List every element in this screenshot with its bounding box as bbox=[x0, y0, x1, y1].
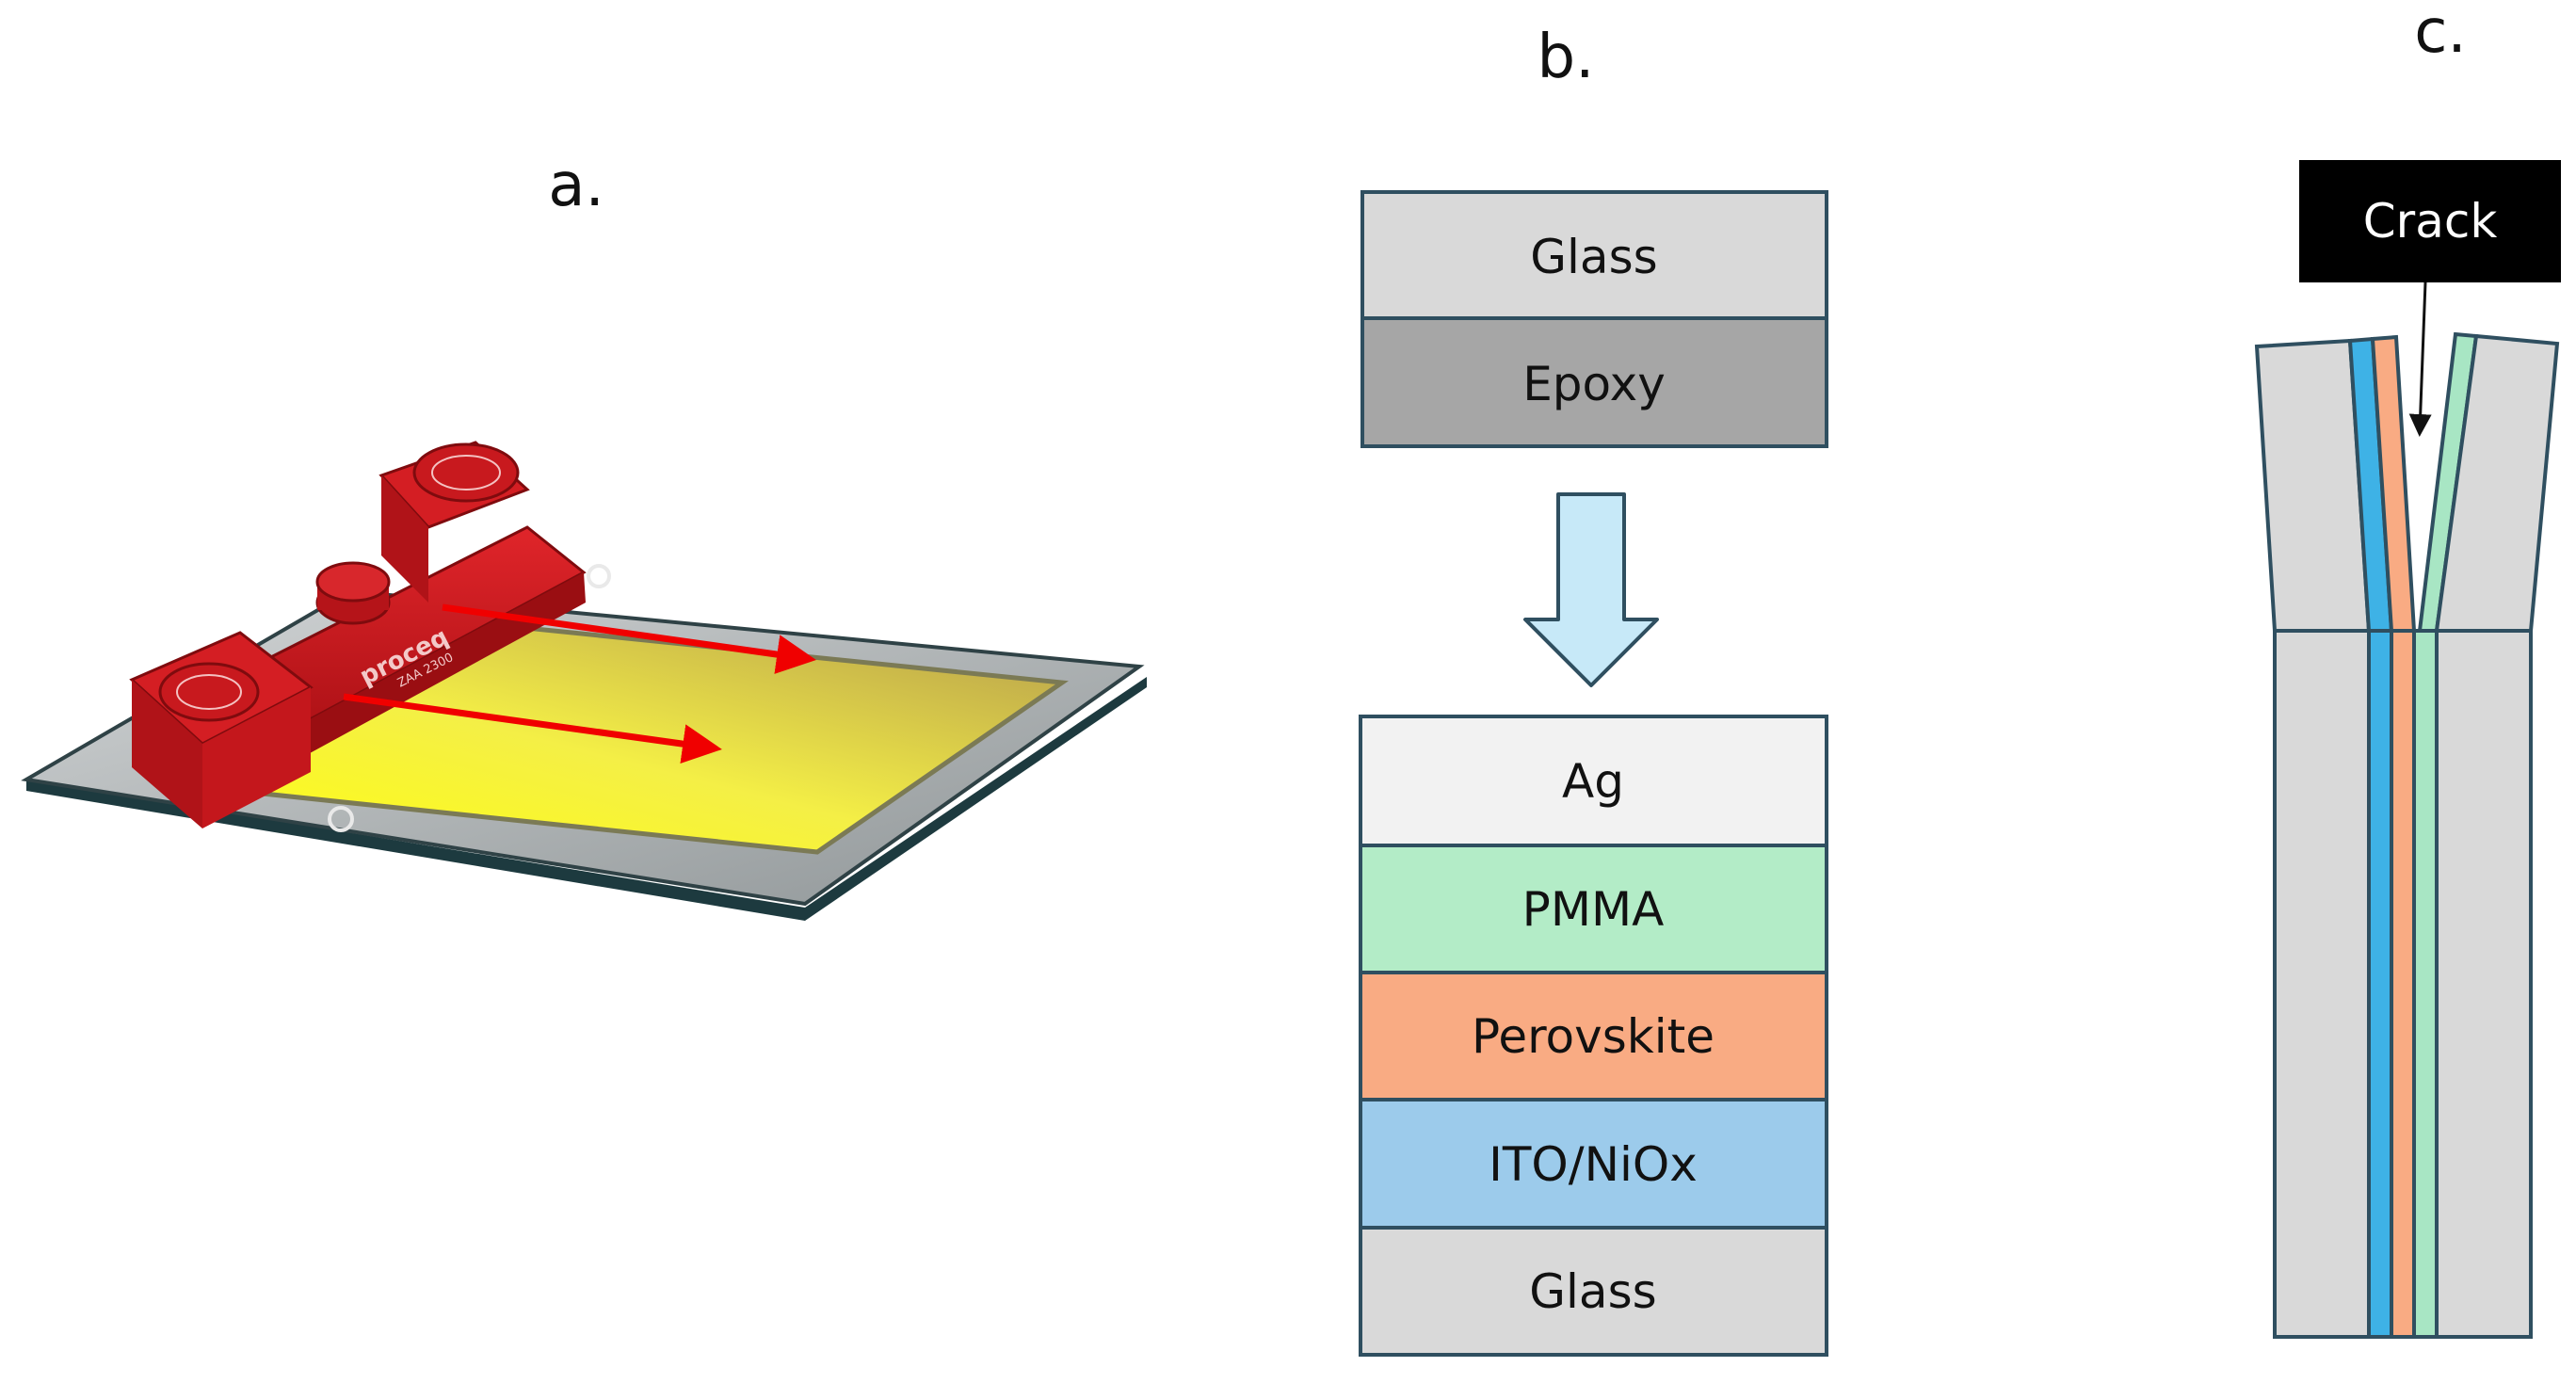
layer-label: Glass bbox=[1530, 230, 1657, 284]
layer-label: Epoxy bbox=[1522, 357, 1666, 411]
layer-box bbox=[1360, 316, 1828, 448]
bottom-stack: Ag PMMA Perovskite ITO/NiOx Glass bbox=[1359, 715, 1828, 1357]
layer-label: Glass bbox=[1529, 1264, 1656, 1319]
cross-section-right-half bbox=[2417, 331, 2560, 633]
top-stack: Glass Epoxy bbox=[1360, 190, 1828, 448]
crack-pointer-arrow bbox=[2408, 281, 2432, 437]
panel-b-label: b. bbox=[1538, 23, 1595, 92]
loop-icon bbox=[587, 564, 611, 588]
cross-section-lower bbox=[2273, 629, 2533, 1339]
direction-arrow bbox=[442, 603, 816, 674]
crack-callout-box bbox=[2299, 160, 2561, 282]
layer-label: PMMA bbox=[1522, 882, 1665, 937]
panel-c: c. Crack bbox=[2254, 0, 2561, 1339]
layer-label: ITO/NiOx bbox=[1489, 1137, 1698, 1192]
panel-a: a. bbox=[21, 151, 1147, 921]
loop-icon bbox=[328, 806, 354, 832]
layer-box bbox=[1359, 715, 1828, 847]
layer-label: Perovskite bbox=[1472, 1009, 1715, 1064]
layer-box bbox=[1359, 1226, 1828, 1357]
cross-section-left-half bbox=[2254, 334, 2417, 633]
left-dial-icon bbox=[158, 662, 260, 722]
glass-substrate-edge bbox=[26, 677, 1147, 921]
right-dial-icon bbox=[412, 442, 520, 503]
panel-a-label: a. bbox=[548, 151, 604, 220]
film-applicator: proceq ZAA 2300 bbox=[129, 441, 611, 832]
layer-label: Ag bbox=[1562, 754, 1624, 809]
panel-b: b. Glass Epoxy Ag PMMA Perovskite ITO/Ni… bbox=[1359, 23, 1828, 1357]
panel-c-label: c. bbox=[2414, 0, 2467, 67]
layer-box bbox=[1359, 844, 1828, 974]
layer-box bbox=[1360, 190, 1828, 320]
direction-arrow bbox=[343, 693, 722, 764]
down-arrow-icon bbox=[1523, 492, 1659, 687]
layer-box bbox=[1359, 971, 1828, 1102]
crack-callout-label: Crack bbox=[2363, 194, 2498, 249]
